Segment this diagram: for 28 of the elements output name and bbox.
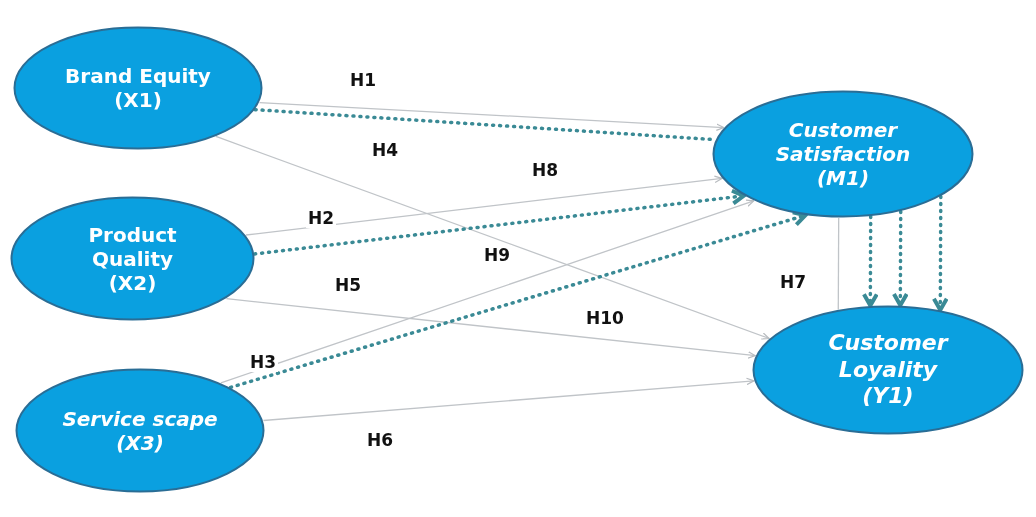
ellipse-node [712,90,974,218]
node-label: (Y1) [862,383,914,410]
node-label: Customer Satisfaction [774,118,912,166]
arrow [225,298,756,359]
arrow [262,377,755,422]
arrow [215,135,770,340]
ellipse-node [752,305,1024,435]
dotted-arrow [228,210,808,390]
node-label: (M1) [816,166,870,190]
node-label: (X1) [114,88,162,112]
dotted-arrow [861,214,879,308]
node-label: Customer Loyality [827,330,950,384]
dotted-arrow [252,188,746,256]
arrow [258,101,725,131]
ellipse-node [15,368,265,493]
dotted-arrow [891,209,909,308]
arrow [245,175,723,236]
dotted-arrow [931,194,949,312]
node-label: (X3) [116,430,164,455]
arrow [220,199,755,384]
ellipse-node [10,196,255,321]
node-label: (X2) [108,270,157,295]
hypothesis-label: H3 [248,352,279,372]
hypothesis-label: H2 [306,208,337,228]
node-label: Product Quality [87,222,178,271]
node-label: Service scape [62,406,218,431]
ellipse-node [13,26,263,150]
node-label: Brand Equity [65,64,211,88]
